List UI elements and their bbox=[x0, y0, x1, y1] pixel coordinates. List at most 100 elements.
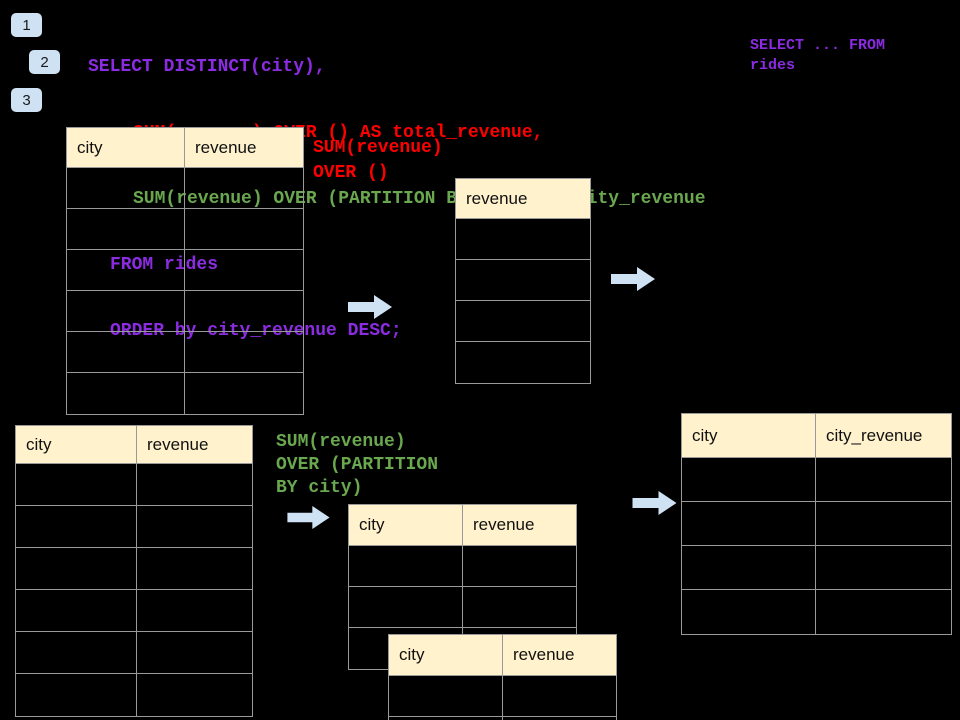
table-cell-empty bbox=[816, 546, 951, 590]
table-cell-empty bbox=[185, 250, 303, 291]
column-header-revenue: revenue bbox=[463, 505, 576, 546]
table-cell-empty bbox=[456, 342, 590, 383]
table-header-row: city revenue bbox=[389, 635, 616, 676]
sql-line-select: SELECT DISTINCT(city), bbox=[88, 57, 326, 77]
table-cell-empty bbox=[682, 546, 816, 590]
column-header-city: city bbox=[389, 635, 503, 676]
table-row bbox=[456, 301, 590, 342]
table-cell-empty bbox=[16, 632, 137, 674]
table-row bbox=[16, 590, 252, 632]
table-row bbox=[16, 506, 252, 548]
table-row bbox=[349, 587, 576, 628]
table-partition-first: city revenue bbox=[348, 504, 577, 670]
table-row bbox=[16, 674, 252, 716]
table-total-revenue-result: revenue bbox=[455, 178, 591, 384]
table-cell-empty bbox=[67, 291, 185, 332]
table-row bbox=[389, 717, 616, 720]
table-row bbox=[67, 209, 303, 250]
table-row bbox=[389, 676, 616, 717]
table-header-row: city revenue bbox=[349, 505, 576, 546]
column-header-city-revenue: city_revenue bbox=[816, 414, 951, 458]
table-source-bottom: city revenue bbox=[15, 425, 253, 717]
table-partition-second: city revenue bbox=[388, 634, 617, 720]
table-cell-empty bbox=[67, 373, 185, 414]
step-badge-2: 2 bbox=[29, 50, 60, 74]
column-header-city: city bbox=[682, 414, 816, 458]
table-cell-empty bbox=[456, 301, 590, 342]
table-cell-empty bbox=[389, 717, 503, 720]
table-cell-empty bbox=[137, 464, 252, 506]
table-city-revenue-result: city city_revenue bbox=[681, 413, 952, 635]
table-cell-empty bbox=[16, 506, 137, 548]
table-row bbox=[456, 260, 590, 301]
table-cell-empty bbox=[463, 587, 576, 628]
table-cell-empty bbox=[67, 250, 185, 291]
table-row bbox=[682, 546, 951, 590]
table-cell-empty bbox=[137, 632, 252, 674]
table-cell-empty bbox=[389, 676, 503, 717]
table-cell-empty bbox=[16, 548, 137, 590]
table-header-row: revenue bbox=[456, 179, 590, 219]
column-header-revenue: revenue bbox=[185, 128, 303, 168]
table-cell-empty bbox=[137, 590, 252, 632]
table-row bbox=[682, 458, 951, 502]
table-cell-empty bbox=[185, 373, 303, 414]
table-cell-empty bbox=[185, 209, 303, 250]
table-cell-empty bbox=[67, 168, 185, 209]
table-cell-empty bbox=[816, 590, 951, 634]
column-header-revenue: revenue bbox=[456, 179, 590, 219]
table-cell-empty bbox=[816, 458, 951, 502]
table-cell-empty bbox=[682, 458, 816, 502]
table-cell-empty bbox=[16, 674, 137, 716]
table-row bbox=[682, 502, 951, 546]
table-row bbox=[67, 168, 303, 209]
table-cell-empty bbox=[682, 590, 816, 634]
table-cell-empty bbox=[137, 506, 252, 548]
annotation-sum-over-partition: SUM(revenue) OVER (PARTITION BY city) bbox=[276, 432, 439, 498]
table-cell-empty bbox=[16, 464, 137, 506]
right-arrow-icon bbox=[632, 491, 677, 515]
right-arrow-icon bbox=[348, 295, 392, 319]
right-arrow-icon bbox=[287, 506, 330, 529]
table-row bbox=[16, 632, 252, 674]
table-row bbox=[456, 342, 590, 383]
column-header-city: city bbox=[67, 128, 185, 168]
table-row bbox=[456, 219, 590, 260]
table-header-row: city revenue bbox=[16, 426, 252, 464]
table-cell-empty bbox=[463, 546, 576, 587]
table-cell-empty bbox=[349, 587, 463, 628]
table-cell-empty bbox=[185, 291, 303, 332]
table-row bbox=[67, 250, 303, 291]
column-header-city: city bbox=[16, 426, 137, 464]
table-source-top: city revenue bbox=[66, 127, 304, 415]
table-row bbox=[67, 291, 303, 332]
table-row bbox=[16, 464, 252, 506]
right-arrow-icon bbox=[611, 267, 655, 291]
annotation-sum-over-total: SUM(revenue) OVER () bbox=[313, 138, 443, 183]
table-row bbox=[16, 548, 252, 590]
table-cell-empty bbox=[503, 676, 616, 717]
sql-side-note: SELECT ... FROM rides bbox=[750, 37, 886, 74]
table-cell-empty bbox=[456, 219, 590, 260]
table-cell-empty bbox=[137, 548, 252, 590]
column-header-revenue: revenue bbox=[503, 635, 616, 676]
table-cell-empty bbox=[185, 332, 303, 373]
table-cell-empty bbox=[67, 332, 185, 373]
sql-line-from: FROM rides bbox=[110, 255, 219, 275]
table-row bbox=[349, 546, 576, 587]
step-badge-3: 3 bbox=[11, 88, 42, 112]
step-badge-1: 1 bbox=[11, 13, 42, 37]
table-cell-empty bbox=[16, 590, 137, 632]
table-cell-empty bbox=[185, 168, 303, 209]
column-header-revenue: revenue bbox=[137, 426, 252, 464]
table-row bbox=[682, 590, 951, 634]
table-cell-empty bbox=[67, 209, 185, 250]
table-cell-empty bbox=[816, 502, 951, 546]
table-header-row: city city_revenue bbox=[682, 414, 951, 458]
table-cell-empty bbox=[682, 502, 816, 546]
column-header-city: city bbox=[349, 505, 463, 546]
table-cell-empty bbox=[137, 674, 252, 716]
table-cell-empty bbox=[349, 546, 463, 587]
table-row bbox=[67, 332, 303, 373]
